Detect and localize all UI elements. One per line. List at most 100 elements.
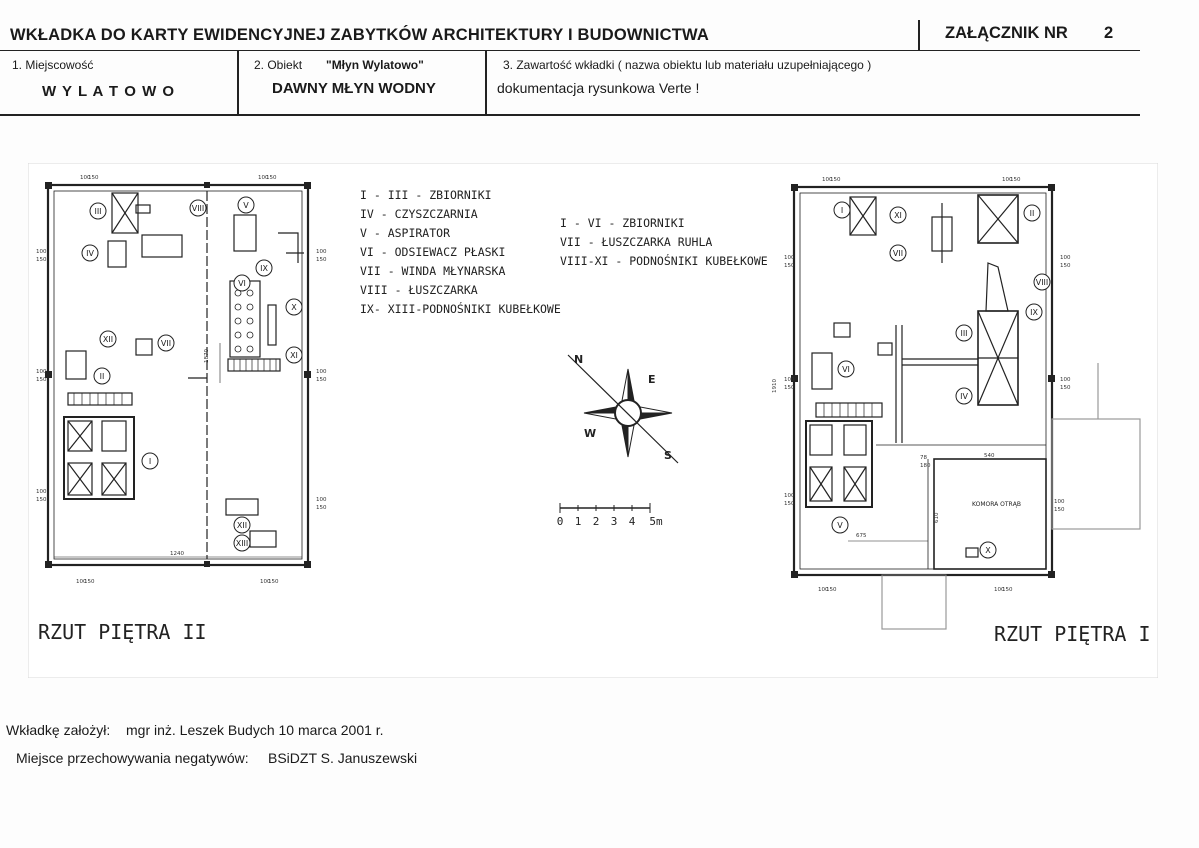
svg-text:150: 150: [84, 579, 95, 585]
svg-text:100: 100: [80, 175, 91, 181]
room-label: X: [985, 546, 991, 555]
svg-text:V - ASPIRATOR: V - ASPIRATOR: [360, 226, 450, 240]
svg-text:100: 100: [36, 369, 47, 375]
svg-text:1910: 1910: [772, 379, 778, 393]
svg-text:VII - WINDA MŁYNARSKA: VII - WINDA MŁYNARSKA: [360, 264, 505, 278]
room-label: XI: [894, 211, 902, 220]
svg-text:VI - ODSIEWACZ PŁASKI: VI - ODSIEWACZ PŁASKI: [360, 245, 505, 259]
annex-label: ZAŁĄCZNIK NR: [945, 24, 1068, 42]
floor-plans-drawing: III VIII V IV IX VI X XII VII XI II I XI…: [28, 163, 1158, 678]
svg-text:150: 150: [1010, 177, 1021, 183]
room-label: VIII: [1036, 278, 1049, 287]
author-value: mgr inż. Leszek Budych 10 marca 2001 r.: [126, 722, 384, 738]
locality-value: W Y L A T O W O: [42, 83, 176, 100]
scale-bar: [559, 503, 651, 513]
svg-text:180: 180: [920, 463, 931, 469]
svg-text:150: 150: [1002, 587, 1013, 593]
room-label: IV: [86, 249, 94, 258]
svg-text:100: 100: [1054, 499, 1065, 505]
field-divider-2: [485, 50, 487, 114]
svg-text:S: S: [664, 449, 672, 462]
storage-label: Miejsce przechowywania negatywów:: [16, 750, 249, 766]
svg-text:2: 2: [593, 515, 600, 528]
svg-text:150: 150: [316, 257, 327, 263]
svg-text:150: 150: [1060, 263, 1071, 269]
room-label: XII: [237, 521, 247, 530]
header-title-row: [0, 20, 1140, 51]
room-label: II: [1030, 209, 1035, 218]
room-label: III: [94, 207, 101, 216]
room-label: II: [100, 372, 105, 381]
svg-text:1870: 1870: [204, 349, 210, 363]
plan-floor-2-legend: I - III - ZBIORNIKI IV - CZYSZCZARNIA V …: [360, 188, 561, 316]
scale-bar-labels: 0 1 2 3 4 5m: [557, 515, 663, 528]
header-table: WKŁADKA DO KARTY EWIDENCYJNEJ ZABYTKÓW A…: [0, 20, 1140, 116]
svg-text:100: 100: [1002, 177, 1013, 183]
svg-text:150: 150: [266, 175, 277, 181]
svg-text:150: 150: [36, 257, 47, 263]
svg-text:1: 1: [575, 515, 582, 528]
plan-floor-2-room-labels: III VIII V IV IX VI X XII VII XI II I XI…: [86, 201, 298, 548]
compass-rose: [567, 354, 679, 464]
room-label: IX: [260, 264, 268, 273]
svg-text:150: 150: [88, 175, 99, 181]
header-divider: [918, 20, 920, 50]
contents-label: 3. Zawartość wkładki ( nazwa obiektu lub…: [503, 58, 872, 72]
svg-text:100: 100: [822, 177, 833, 183]
room-label: V: [837, 521, 843, 530]
svg-text:150: 150: [1054, 507, 1065, 513]
svg-text:I - III - ZBIORNIKI: I - III - ZBIORNIKI: [360, 188, 492, 202]
svg-text:100: 100: [316, 497, 327, 503]
svg-text:IV - CZYSZCZARNIA: IV - CZYSZCZARNIA: [360, 207, 478, 221]
document-title: WKŁADKA DO KARTY EWIDENCYJNEJ ZABYTKÓW A…: [10, 26, 709, 44]
svg-text:150: 150: [316, 377, 327, 383]
author-label: Wkładkę założył:: [6, 722, 111, 738]
svg-text:100: 100: [260, 579, 271, 585]
room-label: VI: [842, 365, 850, 374]
svg-text:150: 150: [316, 505, 327, 511]
room-label: I: [841, 206, 843, 215]
field-divider-1: [237, 50, 239, 114]
svg-text:150: 150: [268, 579, 279, 585]
svg-text:610: 610: [934, 512, 940, 523]
room-label: VII: [893, 249, 903, 258]
svg-text:150: 150: [784, 501, 795, 507]
room-label: VII: [161, 339, 171, 348]
svg-text:150: 150: [1060, 385, 1071, 391]
contents-value: dokumentacja rysunkowa Verte !: [497, 80, 700, 96]
room-label: V: [243, 201, 249, 210]
plan-floor-1: [791, 184, 1141, 630]
room-label: I: [149, 457, 151, 466]
room-label: IV: [960, 392, 968, 401]
svg-text:100: 100: [784, 377, 795, 383]
room-label: IX: [1030, 308, 1038, 317]
svg-text:100: 100: [1060, 377, 1071, 383]
room-label: XIII: [236, 539, 249, 548]
svg-text:150: 150: [784, 385, 795, 391]
object-label: 2. Obiekt: [254, 58, 303, 72]
svg-text:100: 100: [316, 249, 327, 255]
object-name: "Młyn Wylatowo": [326, 58, 424, 72]
room-label: XI: [290, 351, 298, 360]
compass-labels: N E S W: [574, 353, 672, 462]
svg-text:100: 100: [316, 369, 327, 375]
svg-text:100: 100: [818, 587, 829, 593]
svg-text:100: 100: [36, 249, 47, 255]
svg-text:78: 78: [920, 455, 927, 461]
plan-floor-1-room-labels: I XI II VII VIII IX III VI IV V X: [837, 206, 1048, 555]
svg-text:100: 100: [1060, 255, 1071, 261]
svg-text:100: 100: [784, 255, 795, 261]
plan-floor-2-title: RZUT PIĘTRA II: [38, 620, 207, 644]
plan-floor-1-title: RZUT PIĘTRA I: [994, 622, 1151, 646]
svg-text:150: 150: [784, 263, 795, 269]
svg-text:IX- XIII-PODNOŚNIKI KUBEŁKOWE: IX- XIII-PODNOŚNIKI KUBEŁKOWE: [360, 301, 561, 316]
svg-text:100: 100: [258, 175, 269, 181]
storage-value: BSiDZT S. Januszewski: [268, 750, 418, 766]
svg-text:I - VI - ZBIORNIKI: I - VI - ZBIORNIKI: [560, 216, 685, 230]
svg-text:100: 100: [76, 579, 87, 585]
svg-text:W: W: [584, 427, 596, 440]
svg-text:VIII-XI - PODNOŚNIKI KUBEŁKOWE: VIII-XI - PODNOŚNIKI KUBEŁKOWE: [560, 253, 768, 268]
